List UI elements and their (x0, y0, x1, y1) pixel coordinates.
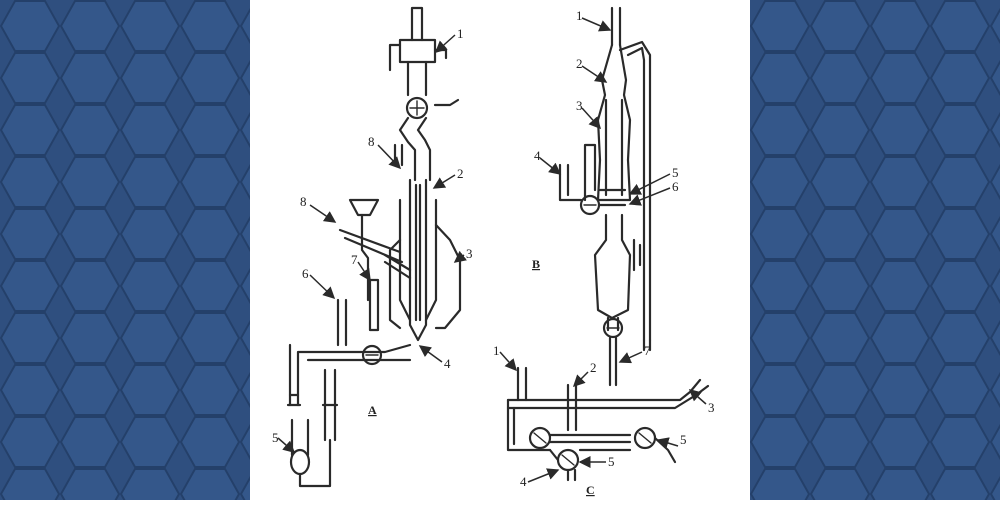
label-c-2: 2 (590, 360, 597, 375)
label-c-5-left: 5 (608, 454, 615, 469)
label-b-6: 6 (672, 179, 679, 194)
label-c-4: 4 (520, 474, 527, 489)
label-b-5: 5 (672, 165, 679, 180)
label-c-5-right: 5 (680, 432, 687, 447)
panel-c (506, 366, 710, 482)
hexagon-pattern-right (750, 0, 1000, 500)
panel-c-labels: 1 2 3 4 5 5 7 C (493, 343, 715, 497)
label-a-7: 7 (351, 252, 358, 267)
label-c-7: 7 (644, 343, 651, 358)
label-a-3: 3 (466, 246, 473, 261)
label-c-1: 1 (493, 343, 500, 358)
label-a-4: 4 (444, 356, 451, 371)
label-b-1: 1 (576, 8, 583, 23)
panel-a-labels: 1 2 3 4 5 6 7 8 8 A (272, 26, 473, 453)
label-b-4: 4 (534, 148, 541, 163)
panel-a-letter: A (368, 403, 377, 417)
label-a-1: 1 (457, 26, 464, 41)
label-a-6: 6 (302, 266, 309, 281)
label-a-2: 2 (457, 166, 464, 181)
panel-b (558, 6, 652, 387)
label-b-2: 2 (576, 56, 583, 71)
label-a-5: 5 (272, 430, 279, 445)
label-c-3: 3 (708, 400, 715, 415)
panel-b-letter: B (532, 257, 540, 271)
panel-c-letter: C (586, 483, 595, 497)
apparatus-diagram: 1 2 3 4 5 6 7 8 8 A (250, 0, 750, 500)
label-a-8-top: 8 (368, 134, 375, 149)
hexagon-pattern-left (0, 0, 250, 500)
label-a-8-left: 8 (300, 194, 307, 209)
panel-b-labels: 1 2 3 4 5 6 B (532, 8, 679, 271)
diagram-svg: 1 2 3 4 5 6 7 8 8 A (272, 6, 715, 497)
label-b-3: 3 (576, 98, 583, 113)
panel-a (286, 6, 462, 488)
